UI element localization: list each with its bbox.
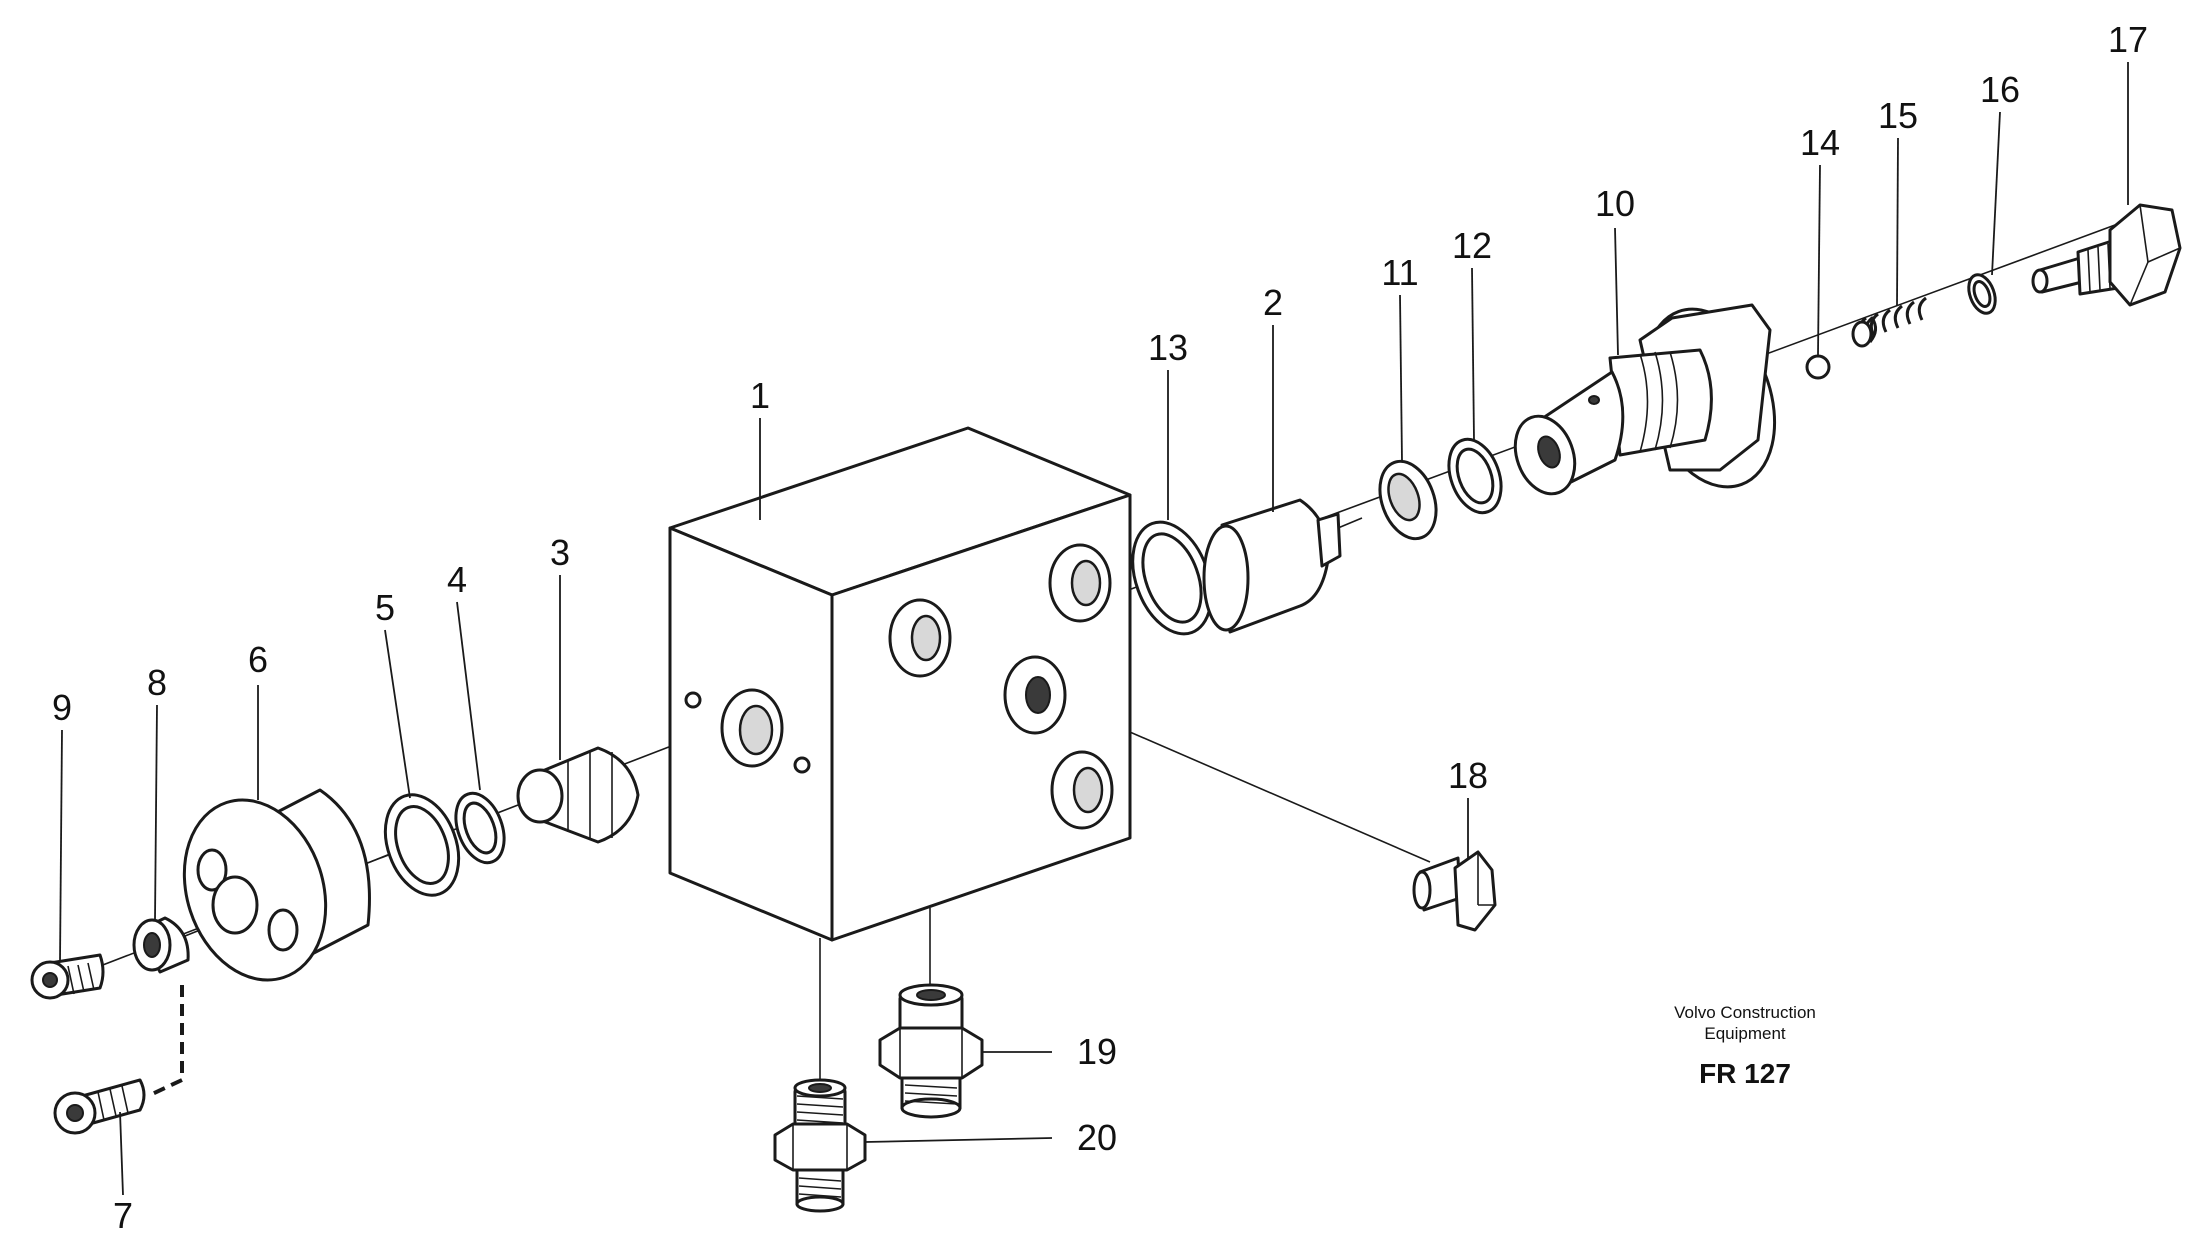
callout-16: 16 [1980, 69, 2020, 110]
valve-cartridge [1513, 303, 1777, 496]
seal-ring-16 [1967, 273, 1997, 315]
callout-11: 11 [1381, 252, 1418, 293]
callout-17: 17 [2108, 19, 2148, 60]
callout-7: 7 [113, 1195, 133, 1236]
socket-screw-7 [53, 1078, 146, 1135]
drawing-caption: Volvo Construction Equipment FR 127 [1674, 1003, 1816, 1089]
callout-9: 9 [52, 687, 72, 728]
cover-flange [182, 788, 371, 982]
figure-code: FR 127 [1699, 1058, 1791, 1089]
caption-line-1: Volvo Construction [1674, 1003, 1816, 1022]
callout-13: 13 [1148, 327, 1188, 368]
callout-2: 2 [1263, 282, 1283, 323]
callout-10: 10 [1595, 183, 1635, 224]
nipple-20 [773, 1078, 867, 1213]
seal-ring-5 [383, 793, 461, 897]
check-ball [1805, 354, 1831, 380]
callout-8: 8 [147, 662, 167, 703]
callout-labels: 1 2 3 4 5 6 7 8 9 10 11 12 13 14 15 16 1… [52, 19, 2148, 1236]
callout-4: 4 [447, 559, 467, 600]
seal-ring-13 [1131, 520, 1213, 636]
adjusting-screw [2031, 203, 2182, 307]
seal-ring-4 [454, 791, 506, 865]
seal-ring-12 [1447, 437, 1503, 515]
callout-20: 20 [1077, 1117, 1117, 1158]
callout-3: 3 [550, 532, 570, 573]
nipple-19 [878, 983, 984, 1119]
plug-18 [1412, 850, 1497, 932]
spring [1851, 296, 1927, 348]
plunger [516, 746, 640, 844]
callout-15: 15 [1878, 95, 1918, 136]
washer-11 [1378, 459, 1438, 541]
leader-lines [59, 62, 2129, 1196]
callout-1: 1 [750, 375, 770, 416]
callout-14: 14 [1800, 122, 1840, 163]
socket-screw-9 [30, 953, 105, 1000]
callout-5: 5 [375, 587, 395, 628]
caption-line-2: Equipment [1704, 1024, 1786, 1043]
valve-block [668, 426, 1132, 942]
callout-6: 6 [248, 639, 268, 680]
callout-18: 18 [1448, 755, 1488, 796]
screw-path-dashed [149, 985, 184, 1097]
piston [1202, 498, 1363, 634]
callout-19: 19 [1077, 1031, 1117, 1072]
sleeve-bushing [132, 916, 190, 974]
callout-12: 12 [1452, 225, 1492, 266]
